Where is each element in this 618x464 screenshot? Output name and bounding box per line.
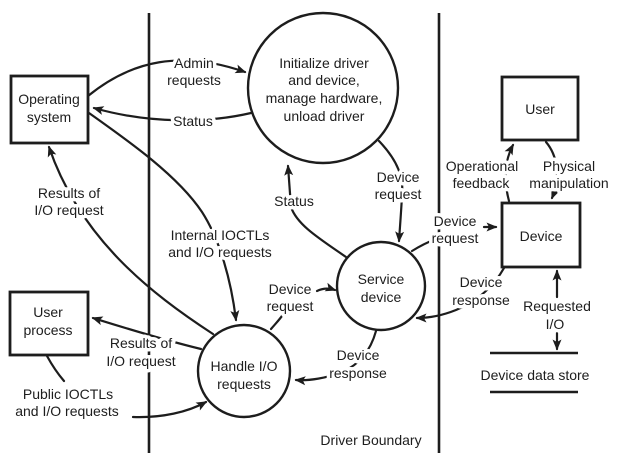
flow-device-request-to-service <box>315 282 337 293</box>
label-operational-feedback: Operational <box>446 158 518 174</box>
flow-operational-feedback <box>504 143 515 203</box>
handle-io-requests-label: Handle I/O <box>211 358 278 374</box>
user-process-box <box>8 290 90 357</box>
operating-system-box <box>9 74 90 145</box>
flow-public-ioctls-to-handle <box>131 400 208 419</box>
user-label: User <box>525 101 555 117</box>
flow-lines <box>45 59 562 419</box>
label-device-data-store: Device data store <box>481 367 590 383</box>
flow-public-ioctls-from-user-process <box>45 354 66 383</box>
label-public-ioctls: Public IOCTLs <box>23 386 113 402</box>
label-internal-ioctls: Internal IOCTLs <box>171 227 270 243</box>
user-process-label: process <box>23 322 72 338</box>
initialize-driver-label: Initialize driver <box>279 55 369 71</box>
label-admin-requests: Admin <box>174 55 214 71</box>
label-admin-requests: requests <box>167 72 221 88</box>
flow-physical-manipulation <box>544 140 560 200</box>
label-operational-feedback: feedback <box>453 175 511 191</box>
flow-labels: Admin requests Status Results of I/O req… <box>12 52 612 452</box>
device-box <box>500 201 582 269</box>
label-device-response-to-service: Device <box>460 274 503 290</box>
handle-io-requests-circle <box>196 323 292 419</box>
label-driver-boundary: Driver Boundary <box>320 432 421 448</box>
label-device-response-to-handle: response <box>329 365 387 381</box>
user-process-label: User <box>33 304 63 320</box>
flow-internal-ioctls <box>87 111 240 322</box>
flow-device-request-from-handle <box>269 311 286 331</box>
label-device-request-from-handle: Device <box>269 281 312 297</box>
initialize-driver-label: unload driver <box>284 108 365 124</box>
label-results-to-os: Results of <box>38 185 100 201</box>
device-label: Device <box>520 228 563 244</box>
label-status-to-os: Status <box>173 113 213 129</box>
label-device-request-to-device: Device <box>434 213 477 229</box>
label-device-request-from-initialize: request <box>375 186 422 202</box>
flow-status-to-os <box>92 106 253 122</box>
initialize-driver-label: and device, <box>288 72 360 88</box>
handle-io-requests-label: requests <box>217 376 271 392</box>
initialize-driver-circle <box>246 11 400 165</box>
label-public-ioctls: and I/O requests <box>15 403 119 419</box>
user-box <box>500 75 580 142</box>
label-device-request-from-handle: request <box>267 298 314 314</box>
label-requested-io: I/O <box>546 316 565 332</box>
flow-results-to-user-process <box>91 316 203 351</box>
label-device-response-to-service: response <box>452 292 510 308</box>
flow-device-request-initialize-to-service <box>377 139 405 243</box>
service-device-label: Service <box>358 271 405 287</box>
label-device-request-from-initialize: Device <box>377 169 420 185</box>
label-physical-manipulation: Physical <box>543 158 595 174</box>
label-device-response-to-handle: Device <box>337 347 380 363</box>
flow-admin-requests <box>86 59 247 98</box>
label-physical-manipulation: manipulation <box>529 175 608 191</box>
label-results-to-user-process: I/O request <box>106 353 175 369</box>
operating-system-label: Operating <box>18 91 79 107</box>
flow-results-to-os <box>47 145 215 336</box>
flow-device-response-to-handle <box>294 329 378 386</box>
service-device-label: device <box>361 289 402 305</box>
label-results-to-user-process: Results of <box>110 335 172 351</box>
label-device-request-to-device: request <box>432 230 479 246</box>
label-internal-ioctls: and I/O requests <box>168 244 272 260</box>
label-status-to-initialize: Status <box>274 193 314 209</box>
initialize-driver-label: manage hardware, <box>266 90 383 106</box>
node-labels: Operating system User process User Devic… <box>18 55 562 392</box>
flow-device-request-from-service <box>410 237 438 253</box>
operating-system-label: system <box>27 109 71 125</box>
label-results-to-os: I/O request <box>34 202 103 218</box>
label-requested-io: Requested <box>523 298 591 314</box>
flow-status-to-initialize <box>284 164 348 259</box>
flow-device-response-to-service <box>415 266 506 323</box>
service-device-circle <box>335 240 427 332</box>
